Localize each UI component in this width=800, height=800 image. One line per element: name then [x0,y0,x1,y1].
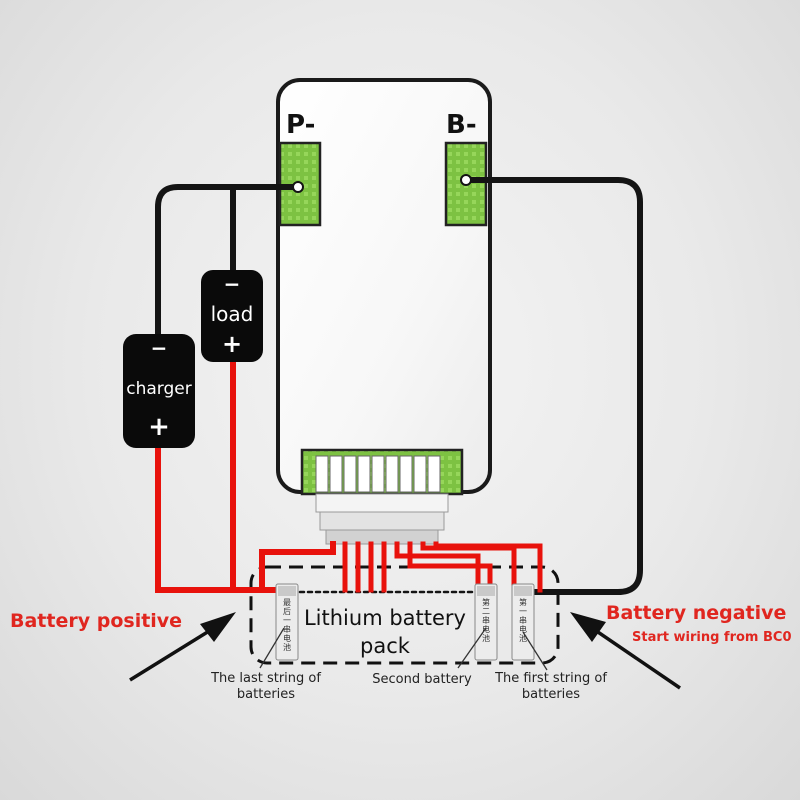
balance-plug [315,493,449,545]
cell-first-text: 第一串电池 [519,598,527,643]
last-string-label: The last string of batteries [211,671,321,702]
red-wires [155,357,543,593]
first-string-label: The first string of batteries [495,671,607,702]
cell-second [474,583,498,661]
p-minus-terminal-dot [292,181,304,193]
b-minus-label: B- [446,110,477,140]
cell-second-text: 第二串电池 [482,598,490,643]
cell-last [275,583,299,661]
charger-minus-sign: − [150,336,168,360]
load-minus-sign: − [223,272,241,296]
battery-negative-label: Battery negative [606,602,787,624]
charger-label: charger [126,379,192,399]
battery-pack-title: Lithium battery pack [290,604,480,660]
battery-cells [275,583,535,661]
second-battery-label: Second battery [372,672,472,687]
arrow-battery-negative [570,612,681,690]
battery-positive-label: Battery positive [10,610,183,632]
charger-body [123,334,195,448]
cell-last-text: 最后一串电池 [283,598,291,652]
battery-pack-title-line1: Lithium battery [303,606,466,630]
b-minus-terminal-dot [460,174,472,186]
charger-plus-sign: + [148,412,170,442]
callout-lines [259,627,548,671]
p-minus-label: P- [286,110,316,140]
balance-connector-slots [315,455,441,493]
black-wires [155,177,643,595]
arrow-battery-positive [129,612,236,682]
load-plus-sign: + [221,330,243,358]
start-wiring-label: Start wiring from BC0 [632,630,792,645]
load-body [201,270,263,362]
battery-pack-outline [249,565,560,665]
load-label: load [210,302,254,326]
battery-pack-title-line2: pack [360,634,410,658]
